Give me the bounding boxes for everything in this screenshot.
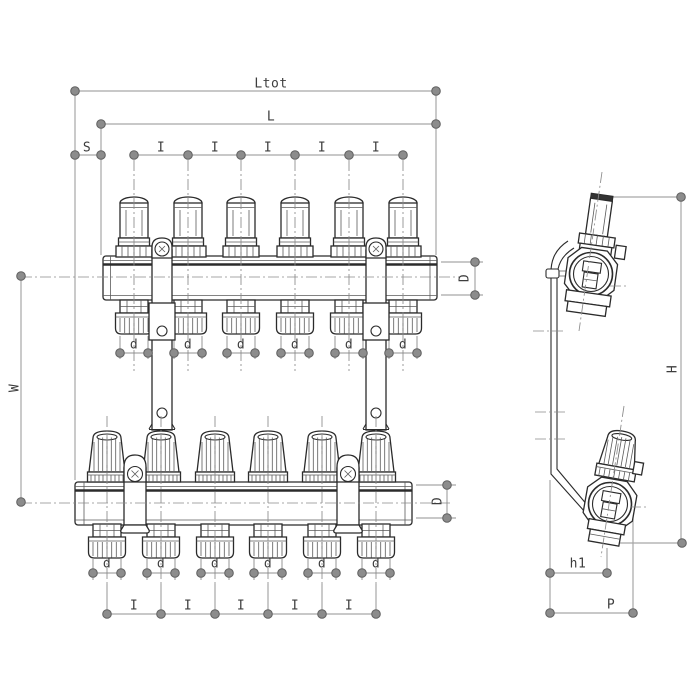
dim-label-d: d xyxy=(317,556,327,572)
dim-label-d: d xyxy=(344,337,354,353)
dim-label-d: d xyxy=(290,337,300,353)
side-view-bottom-valve xyxy=(582,429,645,547)
dim-label-d: d xyxy=(210,556,220,572)
bottom-manifold-front-view xyxy=(74,430,413,559)
dim-label-l: L xyxy=(266,109,276,125)
side-view-top-valve xyxy=(545,192,627,513)
dim-label-i: I xyxy=(344,598,354,614)
dim-label-i: I xyxy=(290,598,300,614)
dim-label-s: S xyxy=(82,140,92,156)
dim-label-d: d xyxy=(398,337,408,353)
mounting-bracket xyxy=(148,237,176,431)
dim-label-w: W xyxy=(7,383,23,393)
dim-label-i: I xyxy=(263,140,273,156)
top-manifold-front-view xyxy=(102,196,438,431)
dim-label-d: d xyxy=(371,556,381,572)
dim-label-d: d xyxy=(236,337,246,353)
dim-label-i: I xyxy=(371,140,381,156)
dim-label-d: d xyxy=(183,337,193,353)
dim-label-D: D xyxy=(457,273,473,283)
dim-label-i: I xyxy=(317,140,327,156)
dim-label-ltot: Ltot xyxy=(254,76,288,92)
dim-label-i: I xyxy=(129,598,139,614)
dim-label-d: d xyxy=(129,337,139,353)
dim-label-d: d xyxy=(263,556,273,572)
dim-label-D: D xyxy=(430,496,446,506)
dim-label-i: I xyxy=(210,140,220,156)
dim-label-i: I xyxy=(183,598,193,614)
dim-label-d: d xyxy=(102,556,112,572)
dim-label-h1: h1 xyxy=(569,556,587,572)
dim-label-p: P xyxy=(606,597,616,613)
dim-label-d: d xyxy=(156,556,166,572)
mounting-bracket xyxy=(120,454,150,534)
centerlines xyxy=(21,160,648,584)
dim-label-i: I xyxy=(236,598,246,614)
dim-label-h: H xyxy=(665,364,681,374)
dim-label-i: I xyxy=(156,140,166,156)
